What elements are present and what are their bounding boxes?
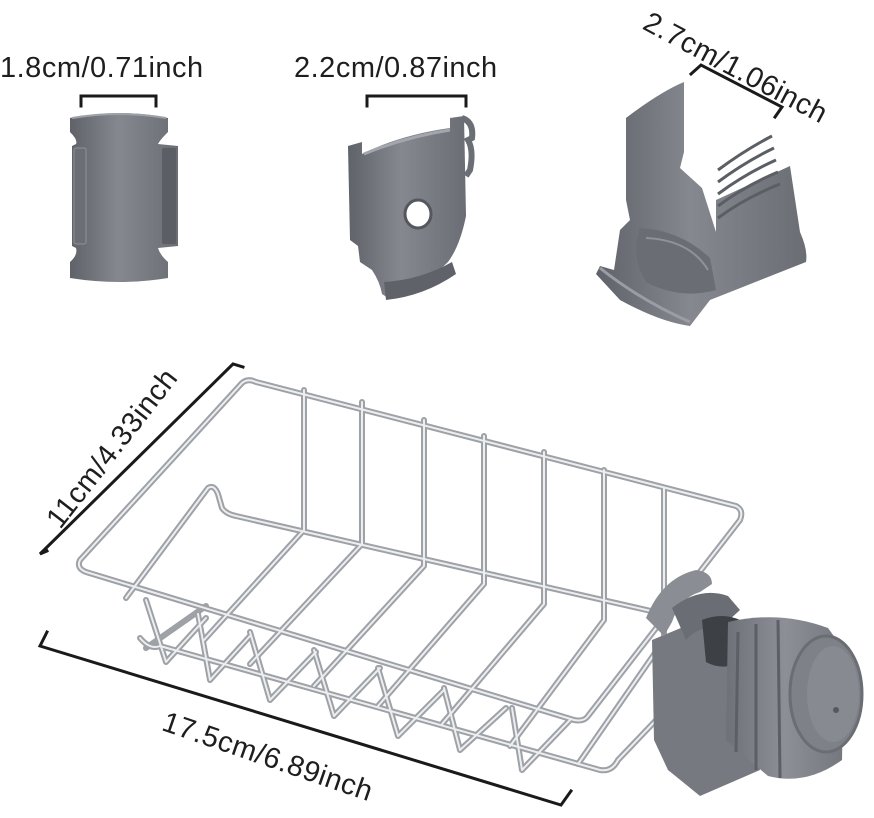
small-adapter-part (70, 113, 178, 282)
small-adapter-dimension-bracket (79, 94, 158, 108)
basket-width-dimension-line (38, 362, 245, 556)
wire-basket (75, 377, 745, 774)
faucet-clamp (646, 570, 864, 796)
large-adapter-dimension-bracket (688, 63, 785, 120)
large-adapter-part (596, 82, 807, 326)
medium-adapter-dimension-label: 2.2cm/0.87inch (294, 52, 498, 84)
medium-adapter-dimension-bracket (365, 94, 468, 108)
basket-length-dimension-line (37, 629, 574, 807)
small-adapter-dimension-label: 1.8cm/0.71inch (0, 52, 204, 84)
large-adapter-ribs (717, 134, 781, 220)
medium-adapter-part (348, 115, 476, 300)
